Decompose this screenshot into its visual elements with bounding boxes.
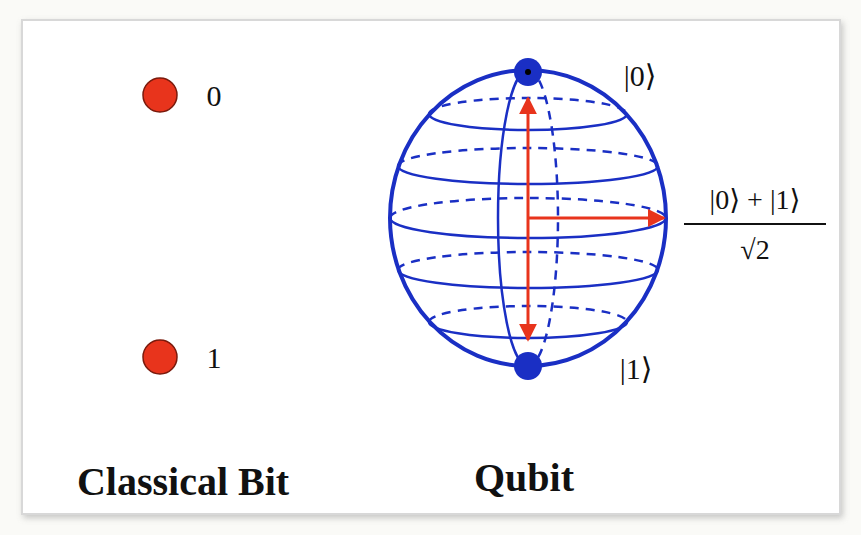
pole-center <box>525 69 531 75</box>
caption-label: Classical Bit <box>77 460 289 504</box>
state-arrow <box>528 217 664 220</box>
sphere-outline <box>390 70 666 366</box>
bloch-sphere <box>390 70 666 366</box>
pole-dot <box>514 58 542 86</box>
ket-label: |1⟩ <box>620 352 653 385</box>
meridian-front <box>498 70 528 366</box>
bit-value: 0 <box>207 79 222 112</box>
card-frame <box>22 20 840 514</box>
bit-dot <box>143 340 177 374</box>
fraction-numerator: |0⟩ + |1⟩ <box>710 185 801 216</box>
fraction-bar <box>684 223 826 225</box>
caption-label: Qubit <box>474 456 574 500</box>
fraction-denominator: √2 <box>740 235 769 266</box>
ket-label: |0⟩ <box>624 59 657 92</box>
bit-value: 1 <box>207 341 222 374</box>
pole-dot <box>514 352 542 380</box>
bit-dot <box>143 78 177 112</box>
